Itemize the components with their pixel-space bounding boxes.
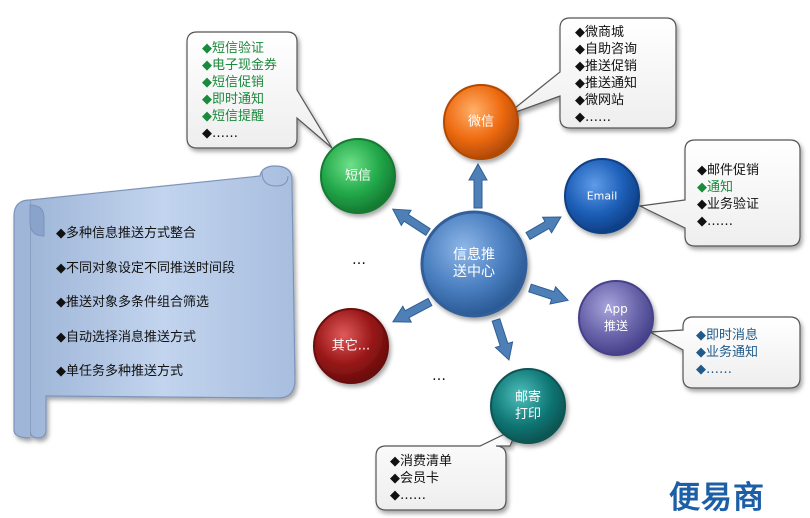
callout-email-list: ◆邮件促销 ◆通知 ◆业务验证 ◆…… [697,162,759,230]
arrow-to-sms [391,208,431,237]
node-center [420,210,528,318]
scroll-feature-item: ◆多种信息推送方式整合 [56,226,196,241]
center-label: 信息推 送中心 [453,247,495,281]
arrow-to-wechat [468,162,488,209]
brand-logo: 便易商 [669,480,765,516]
scroll-feature-item: ◆自动选择消息推送方式 [56,329,196,345]
mail-label-line2: 打印 [514,407,542,422]
sms-label: 短信 [344,168,372,184]
callout-sms-item: ◆短信验证 [202,41,264,56]
callout-app-item: ◆即时消息 [696,328,758,343]
callout-app-list: ◆即时消息 ◆业务通知 ◆…… [696,327,758,378]
ellipsis-left: … [352,252,367,268]
callout-wechat-item: ◆微网站 [575,93,624,108]
callout-mail-list: ◆消费清单 ◆会员卡 ◆…… [390,453,452,504]
callout-sms-item: ◆短信促销 [202,75,264,90]
node-mail [490,368,566,444]
callout-sms-item: ◆…… [202,126,238,141]
scroll-banner [13,165,296,439]
callout-sms [186,31,333,149]
arrow-to-email [525,216,562,241]
scroll-feature-item: ◆不同对象设定不同推送时间段 [56,260,235,276]
node-app [578,280,654,356]
node-email [564,158,640,234]
center-label-line2: 送中心 [453,264,495,280]
callout-wechat-item: ◆推送通知 [575,76,637,91]
app-label-line2: 推送 [603,319,629,333]
callout-sms-item: ◆短信提醒 [202,109,264,124]
nodes [313,84,654,444]
node-other [313,308,389,384]
callout-email-item: ◆通知 [697,180,733,195]
callout-wechat-item: ◆推送促销 [575,59,637,74]
callout-email [637,139,801,247]
callout-wechat [504,17,677,129]
arrow-to-other [392,297,433,323]
callout-mail-item: ◆消费清单 [390,454,452,469]
callout-app-item: ◆…… [696,362,732,377]
other-label: 其它... [331,338,371,354]
callout-mail-item: ◆会员卡 [390,471,439,486]
callout-email-item: ◆业务验证 [697,197,759,212]
app-label-line1: App [604,302,628,316]
mail-label-line1: 邮寄 [514,390,542,405]
scroll-feature-item: ◆单任务多种推送方式 [56,364,183,379]
callout-app-item: ◆业务通知 [696,345,758,360]
callout-mail-item: ◆…… [390,488,426,503]
callout-sms-item: ◆即时通知 [202,92,264,107]
callout-sms-list: ◆短信验证 ◆电子现金券 ◆短信促销 ◆即时通知 ◆短信提醒 ◆…… [202,40,277,142]
callout-app [647,316,801,389]
app-label: App 推送 [604,301,628,335]
scroll-feature-list: ◆多种信息推送方式整合 ◆不同对象设定不同推送时间段 ◆推送对象多条件组合筛选 … [56,222,235,395]
callout-wechat-item: ◆微商城 [575,25,624,40]
center-label-line1: 信息推 [453,247,495,263]
callout-mail [375,417,523,511]
mail-label: 邮寄 打印 [515,389,541,423]
arrow-to-app [528,283,570,305]
email-label: Email [586,189,618,203]
callout-wechat-item: ◆…… [575,110,611,125]
arrows [391,162,570,361]
wechat-label: 微信 [467,114,495,130]
callout-email-item: ◆邮件促销 [697,163,759,178]
callout-wechat-list: ◆微商城 ◆自助咨询 ◆推送促销 ◆推送通知 ◆微网站 ◆…… [575,24,637,126]
scroll-feature-item: ◆推送对象多条件组合筛选 [56,295,209,310]
node-sms [320,138,396,214]
arrow-to-mail [491,318,514,361]
callout-sms-item: ◆电子现金券 [202,58,277,73]
node-wechat [443,84,519,160]
callout-wechat-item: ◆自助咨询 [575,42,637,57]
ellipsis-bottom: … [432,368,447,384]
callout-email-item: ◆…… [697,214,733,229]
